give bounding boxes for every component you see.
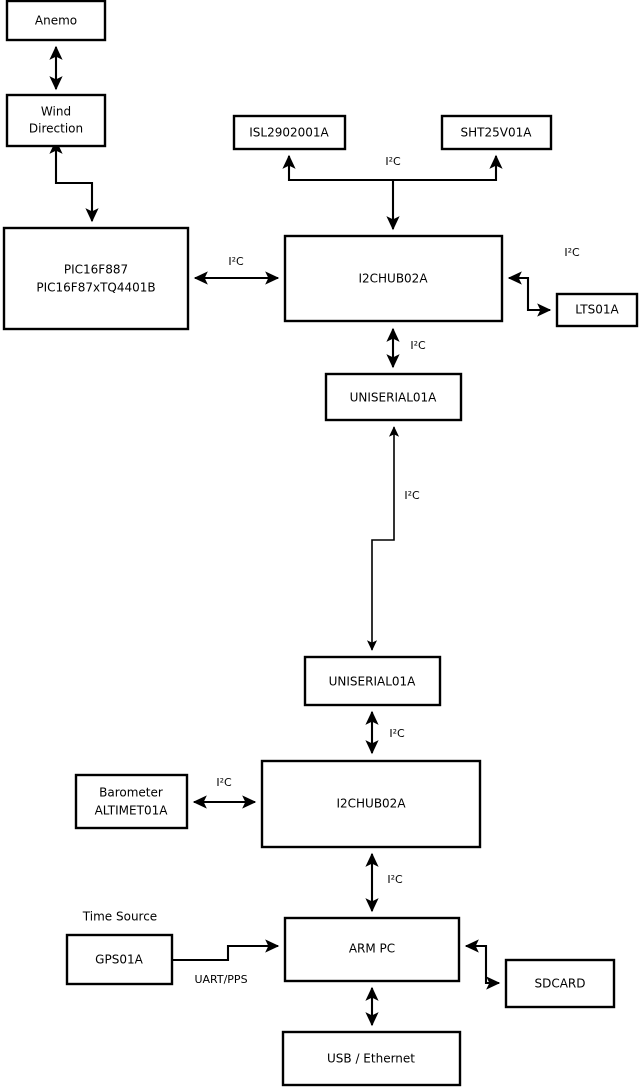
edge-label-pic-hub: I²C [228,255,244,268]
connector-armpc-sdcard [464,939,501,990]
connector-hubtop-lts [507,271,552,317]
node-uniserial01a-top-label: UNISERIAL01A [350,391,438,405]
edge-label-hub-uniserial: I²C [410,339,426,352]
node-barometer-box [74,773,189,830]
label-time-source: Time Source [82,910,157,924]
node-pic[interactable]: PIC16F887 PIC16F87xTQ4401B [2,226,190,331]
node-sht25v01a-label: SHT25V01A [461,126,533,140]
node-arm-pc-box [283,916,461,983]
edge-label-uniserial-hub-bottom: I²C [389,727,405,740]
node-sdcard-box [504,958,616,1009]
connector-hubtop-sht [393,154,503,182]
node-i2chub02a-top-box [283,234,504,323]
edge-label-gps-armpc: UART/PPS [194,973,247,986]
node-sht25v01a-box [440,114,553,151]
node-wind-direction-box [5,93,107,148]
node-uniserial01a-top[interactable]: UNISERIAL01A [324,372,463,422]
node-uniserial01a-bottom-label: UNISERIAL01A [329,675,417,689]
node-i2chub02a-top-label: I2CHUB02A [358,272,428,286]
node-barometer-label-line2: ALTIMET01A [95,804,169,818]
node-gps01a[interactable]: GPS01A [65,933,174,986]
node-barometer-label-line1: Barometer [99,786,163,800]
node-pic-label-line2: PIC16F87xTQ4401B [36,281,155,295]
node-gps01a-label: GPS01A [95,953,143,967]
edge-label-barometer-hub: I²C [216,776,232,789]
node-sdcard[interactable]: SDCARD [504,958,616,1009]
connector-uniserial-uniserial [366,426,400,651]
node-uniserial01a-bottom-box [303,655,442,707]
node-wind-direction[interactable]: Wind Direction [5,93,107,148]
connector-hubtop-isl [282,154,400,231]
node-barometer[interactable]: Barometer ALTIMET01A [74,773,189,830]
edge-label-isl-sht-bus: I²C [385,155,401,168]
node-lts01a-box [555,292,639,328]
node-sht25v01a[interactable]: SHT25V01A [440,114,553,151]
node-lts01a[interactable]: LTS01A [555,292,639,328]
node-usb-ethernet-label: USB / Ethernet [327,1052,415,1066]
node-isl2902001a-label: ISL2902001A [249,126,329,140]
node-uniserial01a-bottom[interactable]: UNISERIAL01A [303,655,442,707]
node-i2chub02a-bottom[interactable]: I2CHUB02A [260,759,482,849]
node-i2chub02a-top[interactable]: I2CHUB02A [283,234,504,323]
connector-wind-pic [49,139,99,223]
node-uniserial01a-top-box [324,372,463,422]
node-anemo[interactable]: Anemo [5,0,107,42]
node-isl2902001a[interactable]: ISL2902001A [232,114,347,151]
node-gps01a-box [65,933,174,986]
node-arm-pc[interactable]: ARM PC [283,916,461,983]
node-i2chub02a-bottom-box [260,759,482,849]
node-anemo-label: Anemo [35,14,77,28]
node-isl2902001a-box [232,114,347,151]
node-usb-ethernet-box [281,1030,462,1087]
node-lts01a-label: LTS01A [575,303,619,317]
node-wind-direction-label-line1: Wind [41,105,71,119]
node-sdcard-label: SDCARD [534,977,585,991]
node-anemo-box [5,0,107,42]
edge-label-uniserial-link: I²C [404,489,420,502]
node-pic-box [2,226,190,331]
node-usb-ethernet[interactable]: USB / Ethernet [281,1030,462,1087]
edge-label-hub-lts: I²C [564,246,580,259]
edge-label-hub-armpc: I²C [387,873,403,886]
connector-gps-armpc [172,939,280,962]
node-wind-direction-label-line2: Direction [29,122,83,136]
node-i2chub02a-bottom-label: I2CHUB02A [336,797,406,811]
node-pic-label-line1: PIC16F887 [64,263,128,277]
node-arm-pc-label: ARM PC [349,942,395,956]
